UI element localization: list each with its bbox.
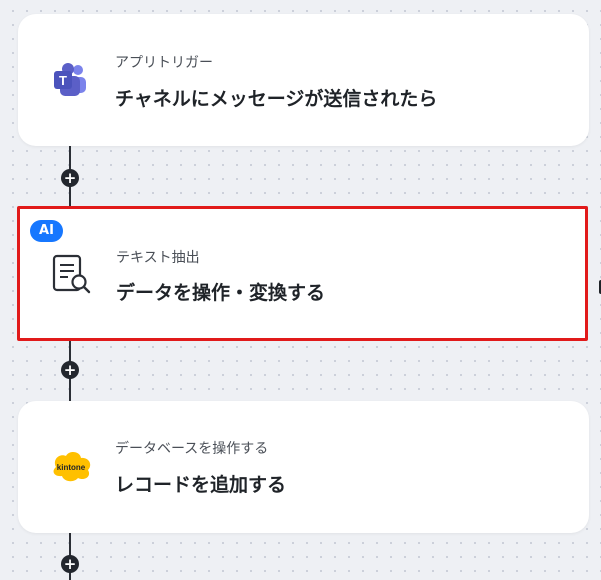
kintone-logo-text: kintone — [57, 463, 86, 472]
teams-icon: T — [50, 60, 90, 104]
step-subtitle: データベースを操作する — [115, 441, 269, 457]
kintone-icon: kintone — [50, 449, 94, 487]
step-subtitle: アプリトリガー — [115, 55, 213, 71]
trigger-step-card[interactable]: T アプリトリガー チャネルにメッセージが送信されたら — [18, 14, 589, 146]
svg-text:T: T — [59, 73, 67, 88]
ai-badge: AI — [30, 220, 63, 242]
side-handle[interactable] — [599, 280, 601, 294]
add-step-button[interactable]: + — [61, 361, 79, 379]
step-title: チャネルにメッセージが送信されたら — [115, 88, 438, 110]
step-title: レコードを追加する — [115, 474, 287, 496]
selected-step-card[interactable]: テキスト抽出 データを操作・変換する — [17, 206, 588, 341]
add-step-button[interactable]: + — [61, 169, 79, 187]
step-title: データを操作・変換する — [116, 282, 326, 304]
step-subtitle: テキスト抽出 — [116, 250, 200, 266]
database-step-card[interactable]: kintone データベースを操作する レコードを追加する — [18, 401, 589, 533]
document-search-icon — [50, 253, 94, 301]
add-step-button[interactable]: + — [61, 555, 79, 573]
